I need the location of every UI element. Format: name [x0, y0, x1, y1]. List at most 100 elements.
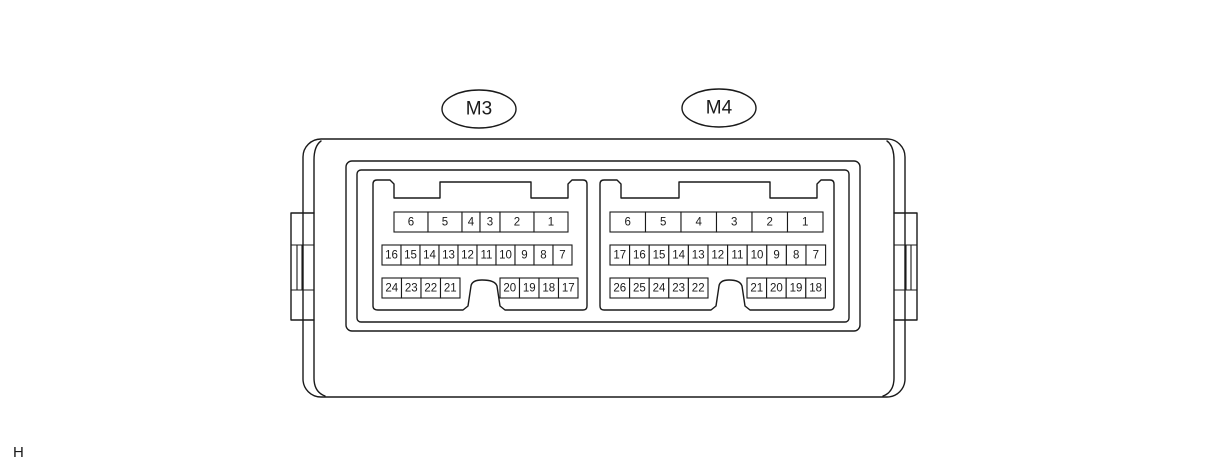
- m3-pin-number: 14: [423, 250, 436, 262]
- connector-frame-inner: [356, 169, 850, 323]
- m3-pin: 15: [400, 244, 421, 266]
- m4-pin-box: [786, 211, 824, 233]
- m3-connector-shell: [372, 179, 588, 311]
- m3-pin: 6: [393, 211, 429, 233]
- m3-pin-number: 2: [514, 217, 520, 229]
- m3-pin-box: [439, 277, 461, 299]
- m4-pin-number: 4: [696, 217, 703, 229]
- m4-pin-number: 21: [750, 283, 763, 295]
- m3-pin: 22: [420, 277, 442, 299]
- m4-pin-number: 24: [653, 283, 666, 295]
- m4-pin: 18: [805, 277, 826, 299]
- m3-pin: 14: [419, 244, 440, 266]
- m4-pin-number: 13: [692, 250, 705, 262]
- m4-pin: 25: [629, 277, 650, 299]
- m4-pin: 21: [746, 277, 768, 299]
- m4-pin-number: 23: [672, 283, 685, 295]
- m3-pin-number: 15: [404, 250, 417, 262]
- m3-pin: 21: [439, 277, 461, 299]
- housing-right-ridge: [882, 140, 895, 397]
- m4-pin-number: 19: [790, 283, 803, 295]
- m4-pin-number: 8: [793, 250, 799, 262]
- m3-pin: 3: [479, 211, 501, 233]
- m3-pin-number: 13: [442, 250, 455, 262]
- m3-pin: 23: [400, 277, 422, 299]
- m3-label-text: M3: [466, 99, 492, 120]
- m4-pin: 2: [751, 211, 789, 233]
- m4-pin-number: 3: [731, 217, 737, 229]
- m3-pin: 2: [499, 211, 535, 233]
- m3-pin: 9: [514, 244, 535, 266]
- m3-pin: 12: [457, 244, 478, 266]
- m3-pin-number: 10: [499, 250, 512, 262]
- m4-pin-number: 10: [751, 250, 764, 262]
- m3-pin-number: 16: [385, 250, 398, 262]
- m3-pin-number: 23: [405, 283, 418, 295]
- m3-pin-number: 22: [424, 283, 437, 295]
- m3-pin: 1: [533, 211, 569, 233]
- m4-connector-shell: [599, 179, 835, 311]
- m4-pin-box: [805, 244, 827, 266]
- m4-pin-number: 22: [692, 283, 705, 295]
- m4-pin-number: 26: [613, 283, 626, 295]
- m3-pin: 7: [552, 244, 573, 266]
- m4-pin: 23: [668, 277, 689, 299]
- m4-pin: 1: [786, 211, 824, 233]
- m3-pin: 8: [533, 244, 554, 266]
- m4-pin-number: 14: [672, 250, 685, 262]
- m3-pin-number: 19: [523, 283, 536, 295]
- m4-pin-number: 2: [767, 217, 773, 229]
- m4-pin: 9: [766, 244, 787, 266]
- m4-pin-number: 17: [613, 250, 626, 262]
- m3-pin-number: 5: [442, 217, 448, 229]
- m4-label: M4: [681, 88, 757, 128]
- connector-frame-outer: [345, 160, 861, 332]
- m4-pin-box: [805, 277, 826, 299]
- m3-pin: 4: [461, 211, 481, 233]
- m4-pin: 5: [644, 211, 682, 233]
- m3-pin-number: 20: [503, 283, 516, 295]
- m3-pin-number: 1: [548, 217, 554, 229]
- corner-mark: H: [13, 444, 24, 461]
- m4-pin: 7: [805, 244, 827, 266]
- m3-pin: 13: [438, 244, 459, 266]
- m3-pin-number: 17: [562, 283, 575, 295]
- m4-pin-number: 18: [809, 283, 822, 295]
- m3-pin-number: 4: [468, 217, 475, 229]
- m4-pin: 20: [766, 277, 787, 299]
- m3-pin-number: 12: [461, 250, 474, 262]
- m4-pin: 12: [707, 244, 729, 266]
- m4-label-text: M4: [706, 98, 733, 119]
- m3-pin: 19: [518, 277, 540, 299]
- m4-pin: 8: [785, 244, 807, 266]
- m4-pin: 17: [609, 244, 631, 266]
- housing-left-ridge: [313, 140, 326, 397]
- m3-pin: 20: [499, 277, 521, 299]
- m3-pin-number: 9: [521, 250, 527, 262]
- m4-pin-number: 25: [633, 283, 646, 295]
- m4-pin-number: 12: [711, 250, 724, 262]
- m4-pin-number: 11: [731, 250, 743, 262]
- m4-pin-number: 9: [773, 250, 779, 262]
- m4-pin: 4: [680, 211, 718, 233]
- m4-pin-number: 20: [770, 283, 783, 295]
- m3-pin: 24: [381, 277, 403, 299]
- m3-pin: 10: [495, 244, 516, 266]
- m3-pin-number: 8: [540, 250, 546, 262]
- m3-pin-number: 24: [385, 283, 398, 295]
- m3-pin: 11: [476, 244, 497, 266]
- m4-pin: 15: [648, 244, 670, 266]
- m3-pin-number: 11: [481, 250, 493, 262]
- m3-label: M3: [441, 89, 517, 129]
- m4-pin: 13: [687, 244, 709, 266]
- m3-pin: 18: [538, 277, 560, 299]
- m4-pin: 3: [715, 211, 753, 233]
- m3-pin: 17: [557, 277, 579, 299]
- m3-pin-number: 3: [487, 217, 493, 229]
- m4-pin: 11: [727, 244, 748, 266]
- m4-pin-number: 5: [660, 217, 666, 229]
- m4-pin-number: 6: [625, 217, 631, 229]
- connector-housing-outer: [302, 138, 906, 398]
- m4-pin-number: 15: [653, 250, 666, 262]
